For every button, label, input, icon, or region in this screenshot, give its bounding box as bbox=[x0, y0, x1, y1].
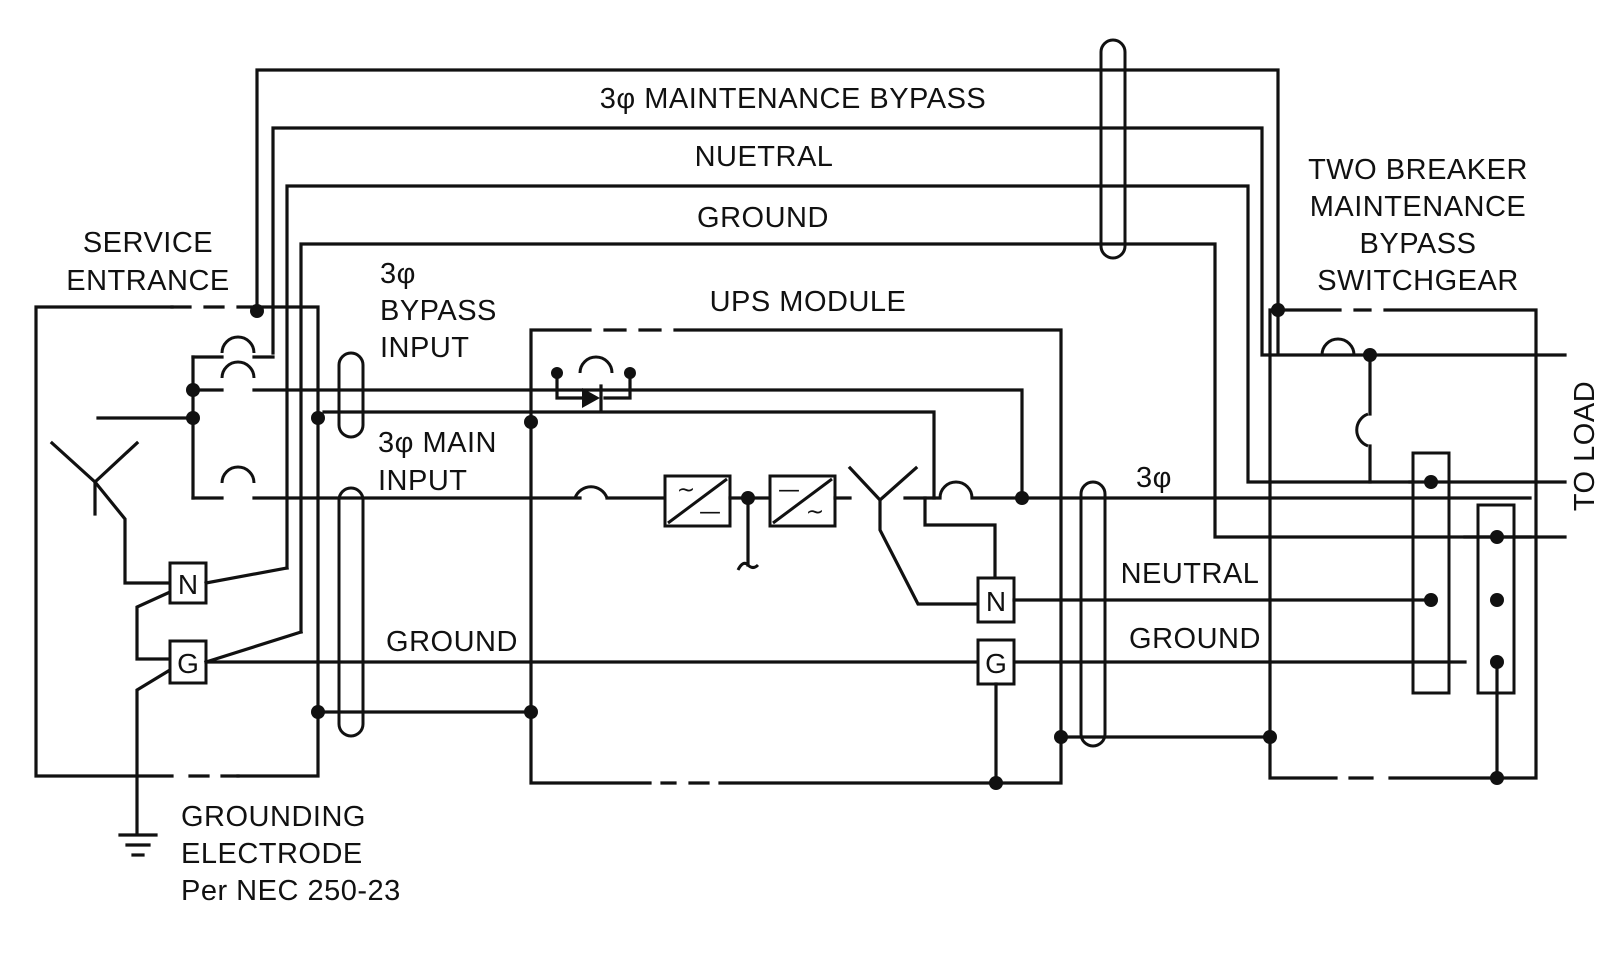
service-entrance-enclosure bbox=[34, 305, 320, 778]
maintenance-bypass-label: 3φ MAINTENANCE BYPASS bbox=[600, 83, 987, 115]
switchgear-label-2: MAINTENANCE bbox=[1310, 191, 1527, 223]
service-entrance-label-1: SERVICE bbox=[83, 227, 213, 259]
ups-ground-terminal bbox=[976, 638, 1016, 686]
switchgear-label-4: SWITCHGEAR bbox=[1317, 265, 1519, 297]
switchgear-label-3: BYPASS bbox=[1360, 228, 1477, 260]
service-entrance-internals: N G bbox=[49, 335, 304, 857]
service-entrance-label-2: ENTRANCE bbox=[66, 265, 230, 297]
bypass-switchgear-enclosure bbox=[1268, 308, 1538, 780]
to-load-label: TO LOAD bbox=[1569, 381, 1601, 511]
ups-module-label: UPS MODULE bbox=[710, 286, 907, 318]
grounding-electrode-label-1: GROUNDING bbox=[181, 801, 366, 833]
service-neutral-label: N bbox=[178, 569, 198, 600]
main-input-label-2: INPUT bbox=[378, 465, 468, 497]
bypass-input-label-1: 3φ bbox=[380, 258, 416, 290]
ups-neutral-label: N bbox=[986, 586, 1006, 617]
ground-top-label: GROUND bbox=[697, 202, 829, 234]
rectifier-ac-symbol: ~ bbox=[677, 478, 695, 503]
ups-ground-label: G bbox=[985, 648, 1007, 679]
ups-module-enclosure bbox=[529, 328, 1063, 785]
neutral-right-label: NEUTRAL bbox=[1121, 558, 1260, 590]
bypass-input-label-2: BYPASS bbox=[380, 295, 497, 327]
service-ground-label: G bbox=[177, 648, 199, 679]
inverter-dc-symbol: — bbox=[778, 478, 800, 503]
ground-right-label: GROUND bbox=[1129, 623, 1261, 655]
switchgear-label-1: TWO BREAKER bbox=[1308, 154, 1528, 186]
junction-dots bbox=[186, 303, 1504, 790]
nuetral-top-label: NUETRAL bbox=[695, 141, 834, 173]
switchgear-internals bbox=[1276, 308, 1567, 780]
ground-mid-label: GROUND bbox=[386, 626, 518, 658]
grounding-electrode-label-3: Per NEC 250-23 bbox=[181, 875, 401, 907]
rectifier-dc-symbol: — bbox=[699, 500, 721, 525]
main-input-label-1: 3φ MAIN bbox=[378, 427, 497, 459]
grounding-electrode-label-2: ELECTRODE bbox=[181, 838, 363, 870]
bypass-input-label-3: INPUT bbox=[380, 332, 470, 364]
diagram-labels: 3φ MAINTENANCE BYPASS NUETRAL GROUND SER… bbox=[66, 83, 1601, 907]
ups-feed-wiring: ~ — — ~ N G bbox=[204, 355, 1532, 785]
three-phase-output-label: 3φ bbox=[1136, 462, 1172, 494]
maintenance-bypass-runs bbox=[255, 68, 1532, 634]
service-ground-terminal bbox=[168, 639, 208, 685]
conduit-bundles bbox=[337, 38, 1127, 748]
inverter-ac-symbol: ~ bbox=[806, 500, 824, 525]
